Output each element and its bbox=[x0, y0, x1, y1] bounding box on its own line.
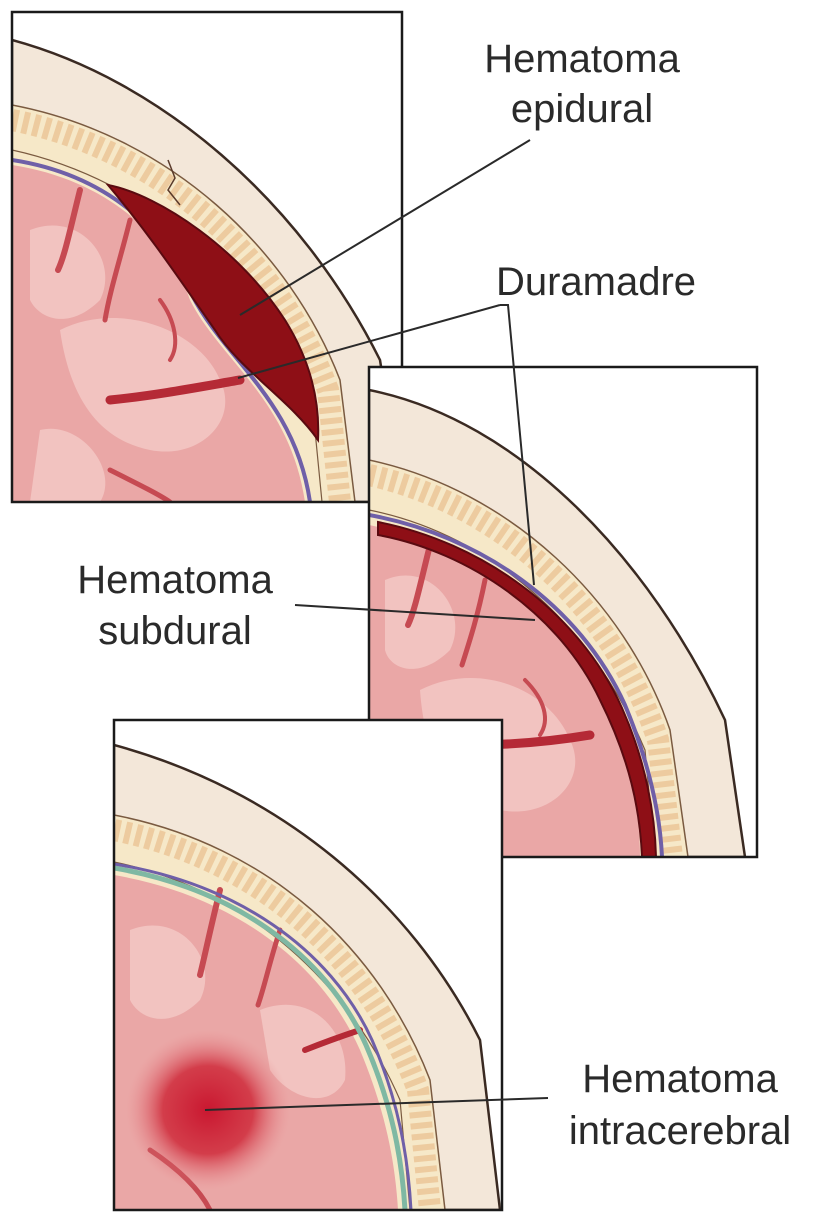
duramadre-label: Duramadre bbox=[496, 260, 696, 304]
epidural-panel bbox=[12, 12, 402, 502]
subdural-label-line1: Hematoma bbox=[77, 558, 273, 602]
intracerebral-label-line1: Hematoma bbox=[582, 1057, 778, 1101]
epidural-label-line2: epidural bbox=[511, 87, 653, 131]
intracerebral-panel bbox=[114, 720, 502, 1210]
subdural-label-line2: subdural bbox=[98, 609, 251, 653]
epidural-label-line1: Hematoma bbox=[484, 37, 680, 81]
intracerebral-label-line2: intracerebral bbox=[569, 1109, 791, 1153]
